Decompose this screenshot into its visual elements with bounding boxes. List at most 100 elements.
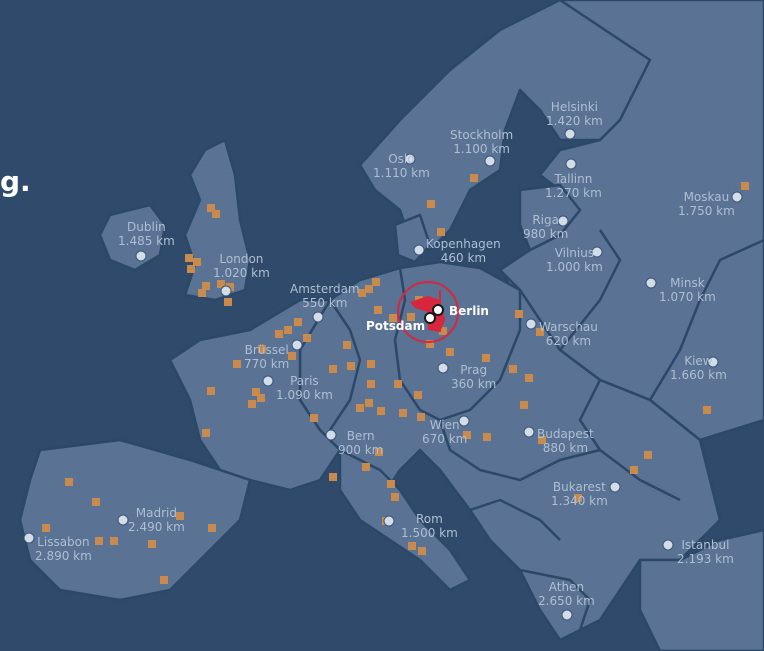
dot-wien[interactable] (458, 415, 470, 427)
dealer-marker[interactable] (275, 330, 283, 338)
dealer-marker[interactable] (525, 374, 533, 382)
dealer-marker[interactable] (257, 394, 265, 402)
dealer-marker[interactable] (160, 576, 168, 584)
dealer-marker[interactable] (630, 466, 638, 474)
dealer-marker[interactable] (408, 542, 416, 550)
dealer-marker[interactable] (202, 429, 210, 437)
dealer-marker[interactable] (437, 228, 445, 236)
dealer-marker[interactable] (574, 494, 582, 502)
dealer-marker[interactable] (399, 409, 407, 417)
dealer-marker[interactable] (394, 380, 402, 388)
dealer-marker[interactable] (463, 431, 471, 439)
dealer-marker[interactable] (233, 360, 241, 368)
dealer-marker[interactable] (427, 200, 435, 208)
dealer-marker[interactable] (329, 365, 337, 373)
city-potsdam[interactable]: Potsdam (366, 319, 426, 333)
dealer-marker[interactable] (372, 278, 380, 286)
dealer-marker[interactable] (374, 306, 382, 314)
dealer-marker[interactable] (509, 365, 517, 373)
dealer-marker[interactable] (515, 310, 523, 318)
dealer-marker[interactable] (198, 289, 206, 297)
dot-minsk[interactable] (645, 277, 657, 289)
dealer-marker[interactable] (356, 404, 364, 412)
dealer-marker[interactable] (258, 345, 266, 353)
dot-athen[interactable] (561, 609, 573, 621)
dot-riga[interactable] (557, 215, 569, 227)
dealer-marker[interactable] (367, 380, 375, 388)
dealer-marker[interactable] (310, 414, 318, 422)
dealer-marker[interactable] (520, 401, 528, 409)
dealer-marker[interactable] (358, 289, 366, 297)
dealer-marker[interactable] (288, 352, 296, 360)
dot-kiew[interactable] (707, 356, 719, 368)
dealer-marker[interactable] (343, 341, 351, 349)
dealer-marker[interactable] (365, 399, 373, 407)
dealer-marker[interactable] (42, 524, 50, 532)
dealer-marker[interactable] (110, 537, 118, 545)
dealer-marker[interactable] (538, 436, 546, 444)
dot-paris[interactable] (262, 375, 274, 387)
dealer-marker[interactable] (417, 413, 425, 421)
dot-prag[interactable] (437, 362, 449, 374)
dealer-marker[interactable] (367, 360, 375, 368)
dot-bruessel[interactable] (291, 339, 303, 351)
dealer-marker[interactable] (703, 406, 711, 414)
dealer-marker[interactable] (148, 540, 156, 548)
dealer-marker[interactable] (187, 265, 195, 273)
dealer-marker[interactable] (95, 537, 103, 545)
dot-bukarest[interactable] (609, 481, 621, 493)
dealer-marker[interactable] (303, 334, 311, 342)
dot-potsdam[interactable] (424, 312, 436, 324)
dot-vilnius[interactable] (591, 246, 603, 258)
dealer-marker[interactable] (387, 480, 395, 488)
dot-london[interactable] (220, 285, 232, 297)
dealer-marker[interactable] (65, 478, 73, 486)
dot-helsinki[interactable] (564, 128, 576, 140)
dot-tallinn[interactable] (565, 158, 577, 170)
dealer-marker[interactable] (92, 498, 100, 506)
dealer-marker[interactable] (329, 473, 337, 481)
dot-rom[interactable] (383, 515, 395, 527)
dealer-marker[interactable] (252, 388, 260, 396)
dealer-marker[interactable] (208, 524, 216, 532)
dealer-marker[interactable] (202, 282, 210, 290)
dealer-marker[interactable] (418, 547, 426, 555)
dot-stockholm[interactable] (484, 155, 496, 167)
dot-oslo[interactable] (404, 153, 416, 165)
dealer-marker[interactable] (414, 391, 422, 399)
dealer-marker[interactable] (377, 407, 385, 415)
dealer-marker[interactable] (207, 387, 215, 395)
dealer-marker[interactable] (284, 326, 292, 334)
dot-warschau[interactable] (525, 318, 537, 330)
dealer-marker[interactable] (365, 285, 373, 293)
dealer-marker[interactable] (426, 340, 434, 348)
dot-kopenhagen[interactable] (413, 244, 425, 256)
dealer-marker[interactable] (294, 318, 302, 326)
dot-moskau[interactable] (731, 191, 743, 203)
dot-budapest[interactable] (523, 426, 535, 438)
dealer-marker[interactable] (446, 348, 454, 356)
dealer-marker[interactable] (207, 204, 215, 212)
dealer-marker[interactable] (217, 280, 225, 288)
dealer-marker[interactable] (741, 182, 749, 190)
